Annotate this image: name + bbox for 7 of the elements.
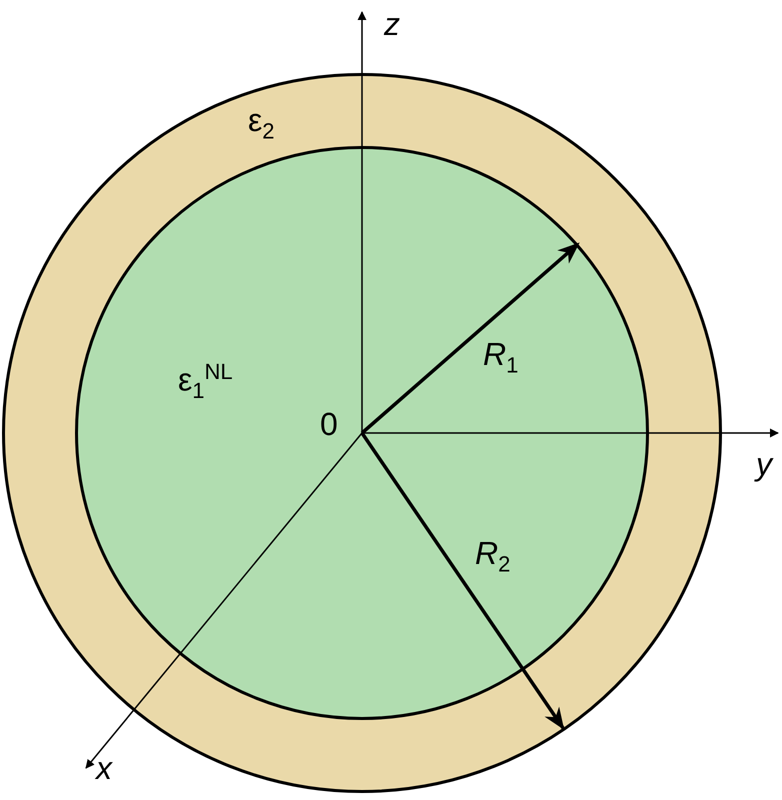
radius-label: R$_{2}$ (475, 537, 510, 576)
radius-label: R$_{1}$ (483, 338, 518, 376)
axis-label: z (384, 8, 400, 40)
permittivity-label: ε$_{2}$ (248, 104, 275, 142)
axis-label: y (756, 448, 772, 480)
axis-label: x (96, 752, 112, 784)
origin-label: 0 (320, 408, 338, 440)
